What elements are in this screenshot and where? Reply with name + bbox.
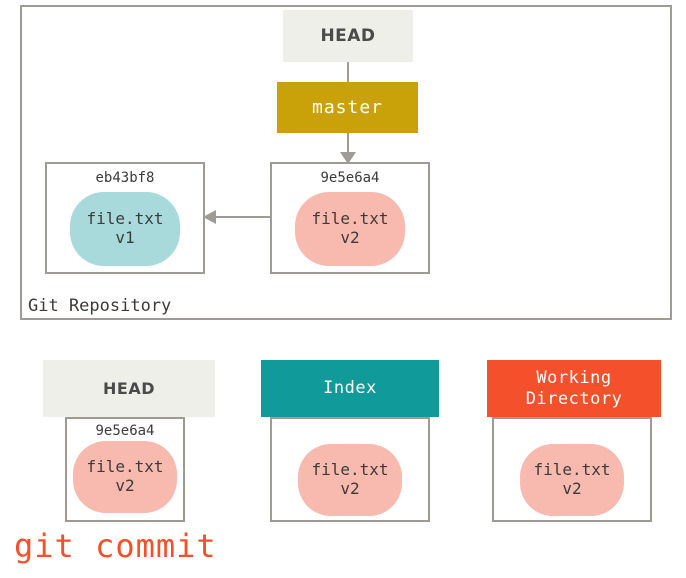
head-pointer-box: HEAD: [283, 10, 413, 62]
branch-master-label: master: [311, 97, 384, 118]
area-header-working-line2: Directory: [525, 388, 623, 409]
blob-version: v2: [115, 476, 135, 495]
blob-filename: file.txt: [311, 460, 389, 480]
blob-version: v1: [115, 228, 135, 247]
blob-filename: file.txt: [311, 209, 389, 229]
area-body-index: file.txt v2: [270, 417, 430, 522]
commit-hash-tip: 9e5e6a4: [320, 170, 380, 186]
commit-box-tip: 9e5e6a4 file.txt v2: [270, 162, 430, 274]
blob-file-v1: file.txt v1: [70, 192, 180, 266]
area-header-working-label: Working Directory: [526, 368, 623, 409]
area-body-working: file.txt v2: [492, 417, 652, 522]
area-header-index-label: Index: [323, 378, 377, 399]
branch-master-box: master: [277, 82, 418, 133]
area-header-index: Index: [261, 360, 439, 417]
blob-version: v2: [340, 228, 360, 247]
command-caption: git commit: [14, 527, 217, 565]
blob-version: v2: [340, 479, 360, 498]
area-head-blob: file.txt v2: [73, 441, 177, 513]
area-working-blob: file.txt v2: [520, 444, 624, 516]
blob-version: v2: [562, 479, 582, 498]
commit-hash-parent: eb43bf8: [95, 170, 155, 186]
connector-head-to-master: [347, 62, 349, 82]
area-header-working: Working Directory: [487, 360, 661, 417]
git-repository-label: Git Repository: [28, 296, 172, 316]
connector-commit-to-parent: [215, 216, 271, 218]
area-index-blob: file.txt v2: [298, 444, 402, 516]
blob-filename: file.txt: [86, 457, 164, 477]
connector-master-to-commit: [347, 133, 349, 155]
area-header-head: HEAD: [43, 360, 215, 417]
head-pointer-label: HEAD: [320, 26, 376, 46]
area-head-hash: 9e5e6a4: [95, 423, 155, 439]
area-header-head-label: HEAD: [103, 378, 155, 398]
commit-box-parent: eb43bf8 file.txt v1: [45, 162, 205, 274]
area-body-head: 9e5e6a4 file.txt v2: [65, 417, 185, 522]
blob-filename: file.txt: [86, 209, 164, 229]
arrow-down-icon: [340, 152, 356, 164]
area-header-working-line1: Working: [536, 368, 612, 389]
arrow-left-icon: [203, 210, 216, 224]
blob-file-v2: file.txt v2: [295, 192, 405, 266]
blob-filename: file.txt: [533, 460, 611, 480]
